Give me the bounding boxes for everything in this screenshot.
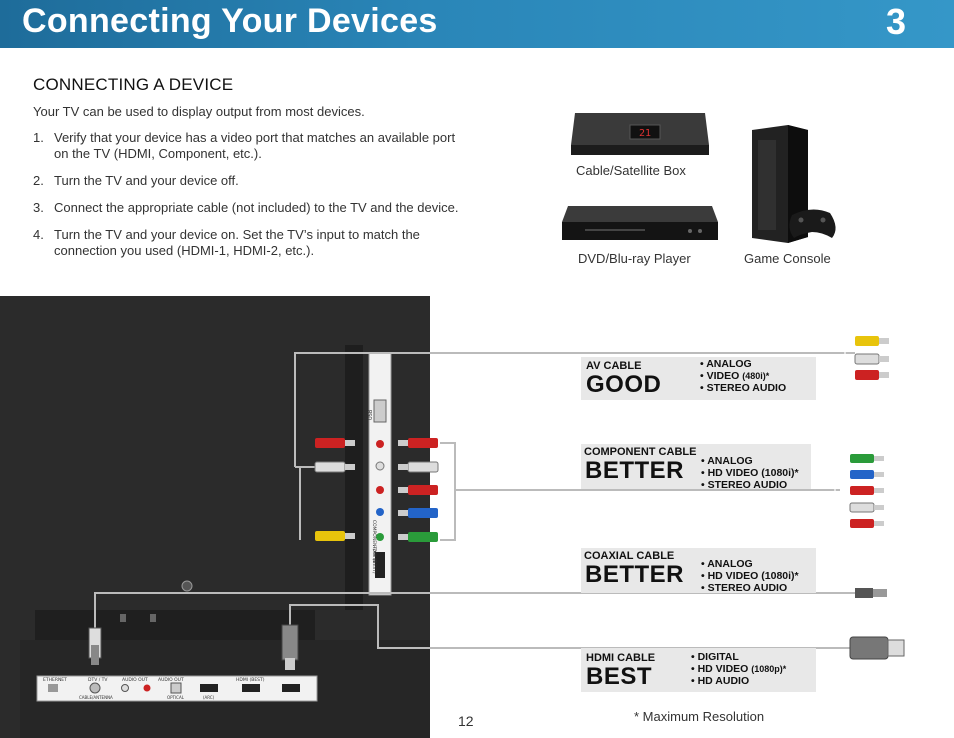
cable-name: HDMI CABLE — [586, 652, 656, 664]
optical-label: OPTICAL — [167, 695, 185, 700]
coaxial-cable-box: COAXIAL CABLE BETTER • ANALOG • HD VIDEO… — [581, 548, 816, 594]
game-console-label: Game Console — [744, 251, 831, 266]
cable-features: • ANALOG • HD VIDEO (1080i)* • STEREO AU… — [701, 558, 799, 594]
av-plugs-left — [314, 438, 355, 541]
step-text: Turn the TV and your device off. — [54, 173, 239, 188]
cable-features: • DIGITAL • HD VIDEO (1080p)* • HD AUDIO — [691, 651, 787, 687]
cable-name: COAXIAL CABLE — [584, 550, 675, 562]
step-item: 2. Turn the TV and your device off. — [33, 173, 473, 189]
resolution-footnote: * Maximum Resolution — [634, 709, 765, 724]
audio-out-label-2: AUDIO OUT — [158, 677, 184, 683]
component-plugs-left — [398, 438, 439, 542]
component-plugs-right — [849, 454, 884, 528]
coax-plug-right — [855, 588, 887, 598]
step-item: 1. Verify that your device has a video p… — [33, 130, 473, 162]
dvd-player-image — [562, 206, 718, 240]
box-display-text: 21 — [639, 128, 651, 139]
bottom-port-strip: ETHERNET DTV / TV CABLE/ANTENNA AUDIO OU… — [36, 675, 318, 702]
step-text: Verify that your device has a video port… — [54, 130, 456, 161]
av-plugs-right — [854, 336, 889, 380]
cable-features: • ANALOG • VIDEO (480i)* • STEREO AUDIO — [700, 358, 787, 394]
right-line-outline — [834, 339, 846, 526]
cable-grade: BEST — [586, 663, 653, 690]
section-title: CONNECTING A DEVICE — [33, 75, 234, 94]
intro-text: Your TV can be used to display output fr… — [33, 104, 365, 119]
step-item: 4. Turn the TV and your device on. Set t… — [33, 227, 473, 259]
step-number: 4. — [33, 227, 44, 242]
hdmi-plug-right — [849, 636, 905, 660]
av-cable-box: AV CABLE GOOD • ANALOG • VIDEO (480i)* •… — [581, 357, 816, 400]
arc-label: (ARC) — [203, 695, 215, 700]
hdmi-cable-box: HDMI CABLE BEST • DIGITAL • HD VIDEO (10… — [581, 648, 816, 692]
cable-features: • ANALOG • HD VIDEO (1080i)* • STEREO AU… — [701, 455, 799, 491]
audio-out-label: AUDIO OUT — [122, 677, 148, 683]
step-text: Turn the TV and your device on. Set the … — [54, 227, 420, 258]
cable-grade: BETTER — [585, 457, 684, 484]
step-number: 1. — [33, 130, 44, 145]
hdmi-best-label: HDMI (BEST) — [236, 677, 265, 683]
cable-box-image: 21 — [571, 113, 709, 155]
cable-name: COMPONENT CABLE — [584, 446, 697, 458]
coax-plug-left — [88, 580, 193, 665]
hdmi-side-label: HDMI (BEST) — [371, 545, 377, 574]
step-item: 3. Connect the appropriate cable (not in… — [33, 200, 473, 216]
cable-grade: GOOD — [586, 371, 662, 398]
cable-grade: BETTER — [585, 561, 684, 588]
page-number: 12 — [458, 713, 474, 729]
page-header: Connecting Your Devices 3 — [0, 0, 954, 48]
step-list: 1. Verify that your device has a video p… — [33, 130, 473, 270]
page-title: Connecting Your Devices — [22, 2, 438, 40]
step-number: 3. — [33, 200, 44, 215]
chapter-number: 3 — [885, 1, 906, 42]
dvd-player-label: DVD/Blu-ray Player — [578, 251, 691, 266]
component-cable-box: COMPONENT CABLE BETTER • ANALOG • HD VID… — [581, 444, 811, 491]
hdmi-plug-left — [281, 624, 299, 670]
device-illustrations: 21 — [562, 113, 836, 243]
dtv-label: DTV / TV — [88, 677, 108, 683]
component-port-label: COMPONENT/AV IN — [371, 520, 377, 563]
step-text: Connect the appropriate cable (not inclu… — [54, 200, 459, 215]
step-number: 2. — [33, 173, 44, 188]
cable-antenna-label: CABLE/ANTENNA — [79, 695, 113, 700]
cable-lines — [94, 352, 855, 649]
usb-label: USB — [368, 409, 374, 420]
cable-name: AV CABLE — [586, 360, 642, 372]
side-port-strip: USB COMPONENT/AV IN HDMI (BEST) — [368, 352, 392, 596]
ethernet-label: ETHERNET — [43, 677, 67, 683]
game-console-image — [752, 125, 836, 243]
cable-box-label: Cable/Satellite Box — [576, 163, 686, 178]
